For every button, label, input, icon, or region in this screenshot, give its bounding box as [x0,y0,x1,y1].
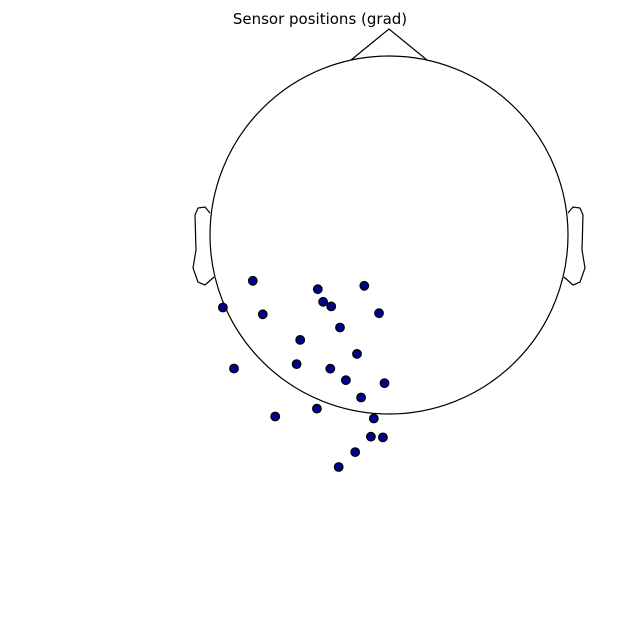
sensor-point-23 [350,447,361,458]
sensor-point-6 [257,309,268,320]
chart-title: Sensor positions (grad) [233,10,407,28]
sensor-point-19 [333,462,344,472]
right-ear-outline [563,206,586,286]
sensor-point-18 [368,413,379,424]
left-ear-outline [192,206,215,286]
sensor-point-20 [326,301,337,312]
sensor-point-9 [374,308,384,319]
sensor-point-8 [335,322,345,333]
sensor-point-4 [318,296,329,307]
nose-outline [350,28,428,61]
sensor-point-15 [366,431,376,442]
sensor-point-11 [291,359,302,370]
sensor-point-14 [312,403,322,414]
sensor-point-17 [270,411,281,422]
sensor-point-12 [325,363,336,374]
sensor-point-7 [295,335,306,345]
sensor-point-21 [341,375,351,386]
sensor-point-24 [379,378,390,389]
sensor-point-16 [229,363,239,374]
head-circle [209,55,569,415]
sensor-point-2 [312,284,323,295]
sensor-point-10 [352,349,362,359]
sensor-markers [217,275,390,472]
sensor-point-22 [378,432,388,443]
head-outline [192,28,586,415]
sensor-point-3 [359,280,370,291]
sensor-point-5 [217,302,228,313]
sensor-point-1 [247,275,258,286]
sensor-point-13 [356,392,367,403]
